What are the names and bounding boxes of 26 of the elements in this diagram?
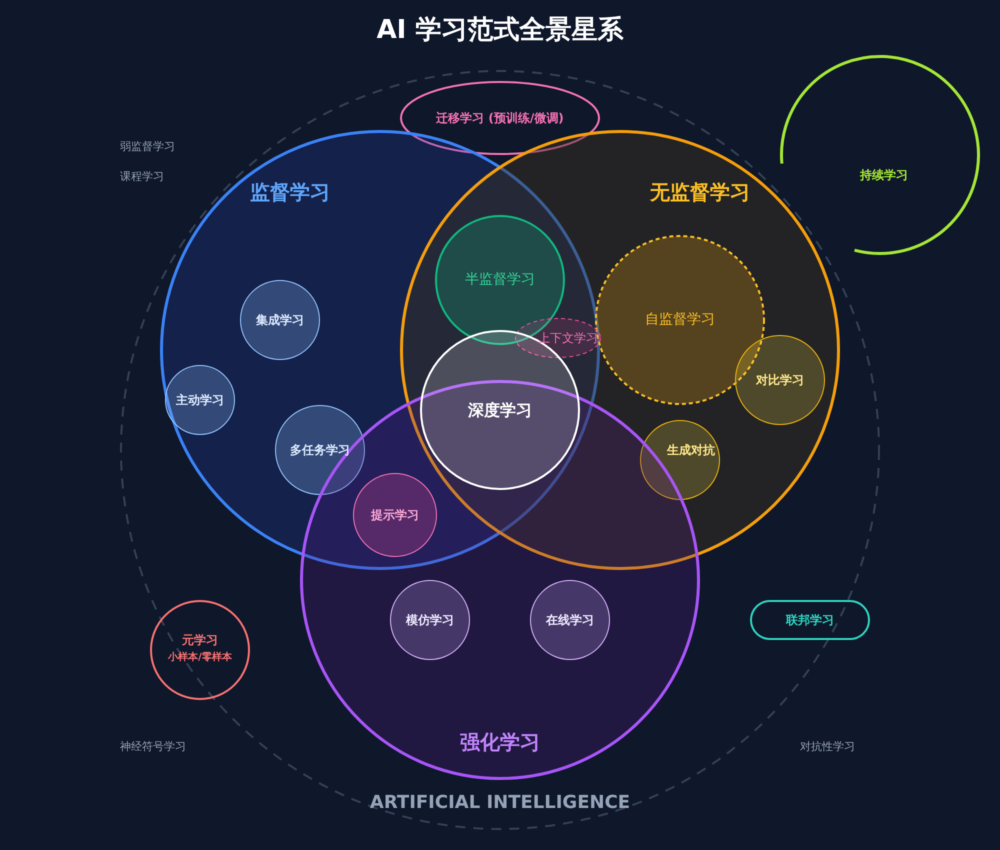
area-label: ARTIFICIAL INTELLIGENCE [370, 792, 630, 814]
node-label: 对比学习 [756, 372, 804, 388]
side-note: 课程学习 [120, 169, 164, 184]
node-label: 多任务学习 [290, 442, 350, 458]
side-note: 弱监督学习 [120, 139, 175, 154]
node-label: 强化学习 [460, 730, 540, 754]
node-label: 集成学习 [256, 312, 304, 328]
node-label: 提示学习 [371, 508, 419, 522]
node-label: 无监督学习 [650, 180, 750, 204]
side-note: 神经符号学习 [120, 739, 186, 754]
node-label: 生成对抗 [667, 442, 715, 458]
node-label: 模仿学习 [406, 612, 454, 628]
node-label: 持续学习 [860, 168, 908, 182]
node-label: 深度学习 [468, 400, 532, 420]
node-label: 自监督学习 [645, 312, 715, 328]
node-label: 元学习 [182, 632, 218, 648]
node-label: 在线学习 [546, 612, 594, 628]
node-label: 监督学习 [250, 180, 330, 204]
node-label: 主动学习 [176, 392, 224, 408]
side-note: 对抗性学习 [800, 739, 855, 754]
node-subtitle: 小样本/零样本 [168, 652, 232, 664]
node-label: 半监督学习 [465, 272, 535, 288]
node-label: 联邦学习 [786, 612, 834, 628]
title: AI 学习范式全景星系 [376, 14, 624, 47]
node-label: 迁移学习 (预训练/微调) [436, 110, 564, 126]
node-label: 上下文学习 [538, 330, 598, 346]
